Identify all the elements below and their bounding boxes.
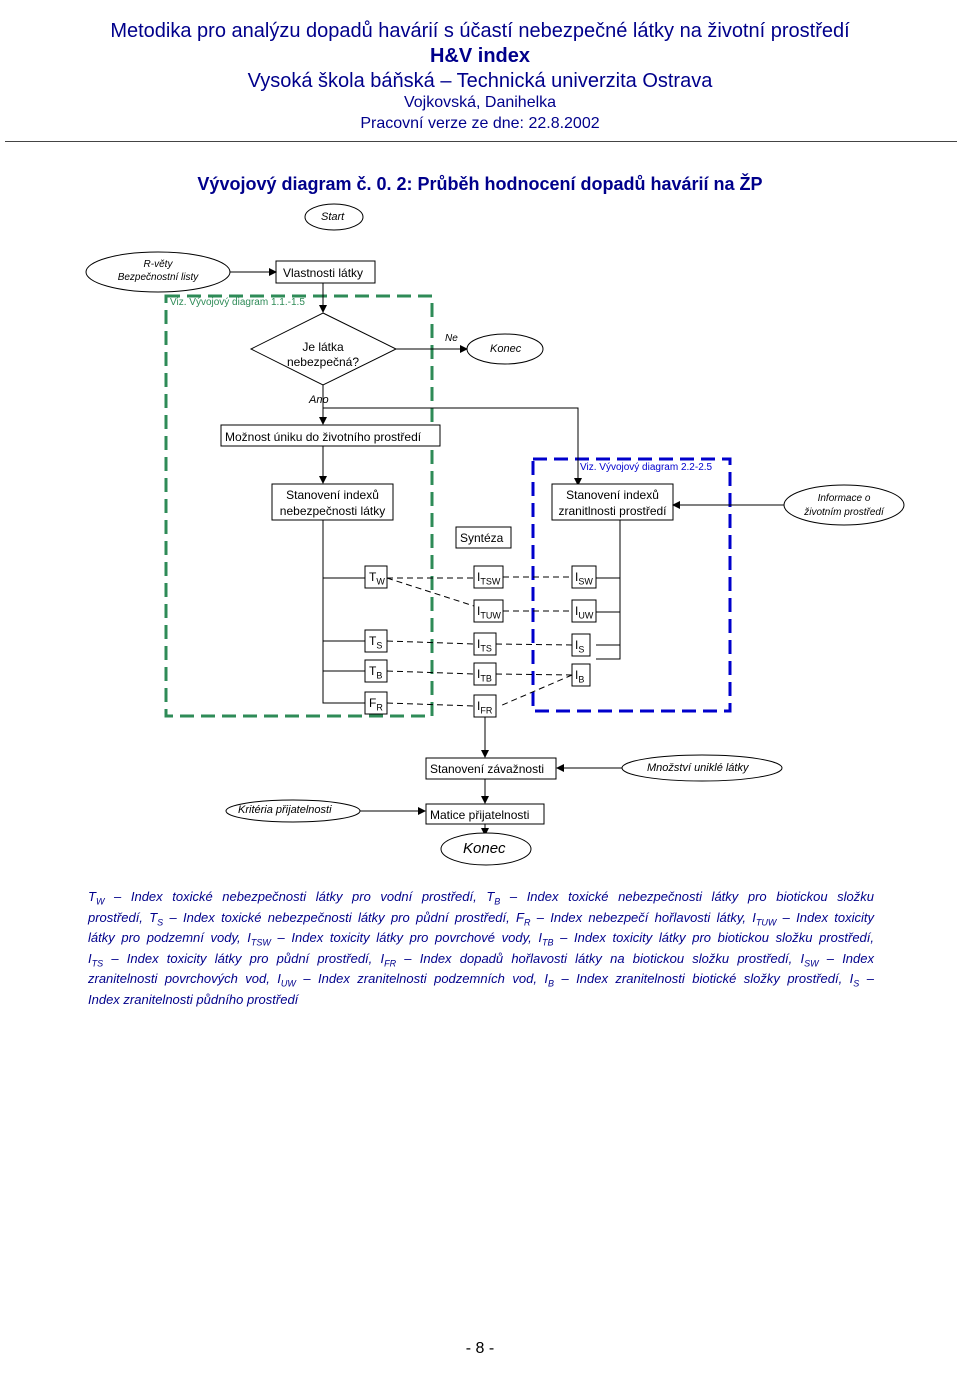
r-vety-label: R-věty [143,259,173,270]
ifr-label: IFR [477,699,493,716]
header-divider [5,141,957,142]
decision-label-2: nebezpečná? [286,355,360,369]
informace-ellipse [783,484,905,526]
stan-zran-box [551,483,674,521]
legend-line: Index zranitelnosti půdního prostředí [88,991,299,1007]
start-ellipse [304,203,364,231]
legend-line: prostředí, TS – Index toxické nebezpečno… [88,909,874,928]
ne-label: Ne [445,333,458,344]
fr-label: FR [369,696,383,713]
r-vety-label-2: Bezpečnostní listy [117,272,199,283]
header-index-name: H&V index [429,45,531,67]
decision-label: Je látka [302,340,344,354]
isw-box [571,565,597,589]
itsw-label: ITSW [477,570,501,587]
stan-neb-label: Stanovení indexů [286,488,379,502]
blue-dashed-region [531,457,732,713]
konec-big-ellipse [440,832,532,866]
tw-label: TW [369,570,385,587]
stan-neb-label-2: nebezpečnosti látky [279,504,386,518]
ituw-label: ITUW [477,604,501,621]
legend-line: látky pro podzemní vody, ITSW – Index to… [88,930,875,948]
synteza-label: Syntéza [460,531,504,545]
diagram-title: Vývojový diagram č. 0. 2: Průběh hodnoce… [197,174,763,194]
green-dashed-region [164,294,434,718]
header-authors: Vojkovská, Danihelka [403,94,557,111]
header-title: Metodika pro analýzu dopadů havárií s úč… [110,20,850,42]
stan-neb-box [271,483,394,521]
informace-label-2: životním prostředí [804,507,884,518]
tb-label: TB [369,664,383,681]
matice-label: Matice přijatelnosti [430,808,530,822]
moznost-box [220,424,441,447]
legend-line: ITS – Index toxicity látky pro půdní pro… [88,950,874,969]
konec-big-label: Konec [463,840,506,857]
page-number: - 8 - [465,1340,495,1357]
legend-text: TW – Index toxické nebezpečnosti látky p… [88,889,874,1008]
mnozstvi-label: Množství uniklé látky [647,762,749,774]
synteza-box [455,526,512,549]
informace-label: Informace o [817,493,871,504]
header-version: Pracovní verze ze dne: 22.8.2002 [360,115,600,132]
flowchart [85,203,905,866]
stan-zran-label-2: zranitlnosti prostředí [558,504,667,518]
konec-small-label: Konec [490,343,522,355]
moznost-label: Možnost úniku do životního prostředí [225,430,422,444]
viz2-label: Viz. Vývojový diagram 2.2-2.5 [580,462,713,473]
tw-box [364,565,388,589]
ts-label: TS [369,634,383,651]
kriteria-label: Kritéria přijatelnosti [238,804,332,816]
its-label: ITS [477,637,492,654]
iuw-box [571,599,597,623]
is-label: IS [575,638,585,655]
start-label: Start [321,211,345,223]
stan-zran-label: Stanovení indexů [566,488,659,502]
itb-label: ITB [477,667,492,684]
legend-line: zranitelnosti povrchových vod, IUW – Ind… [88,971,874,989]
stanoveni-zav-label: Stanovení závažnosti [430,762,545,776]
viz1-label: Viz. Vývojový diagram 1.1.-1.5 [170,297,305,308]
konec-small-ellipse [466,333,544,365]
ano-label: Ano [309,394,329,406]
isw-label: ISW [575,570,593,587]
ib-label: IB [575,668,585,685]
iuw-label: IUW [575,604,594,621]
header-university: Vysoká škola báňská – Technická univerzi… [247,70,713,92]
is-box [571,633,591,657]
legend-line: TW – Index toxické nebezpečnosti látky p… [88,889,874,907]
vlastnosti-label: Vlastnosti látky [283,266,364,280]
